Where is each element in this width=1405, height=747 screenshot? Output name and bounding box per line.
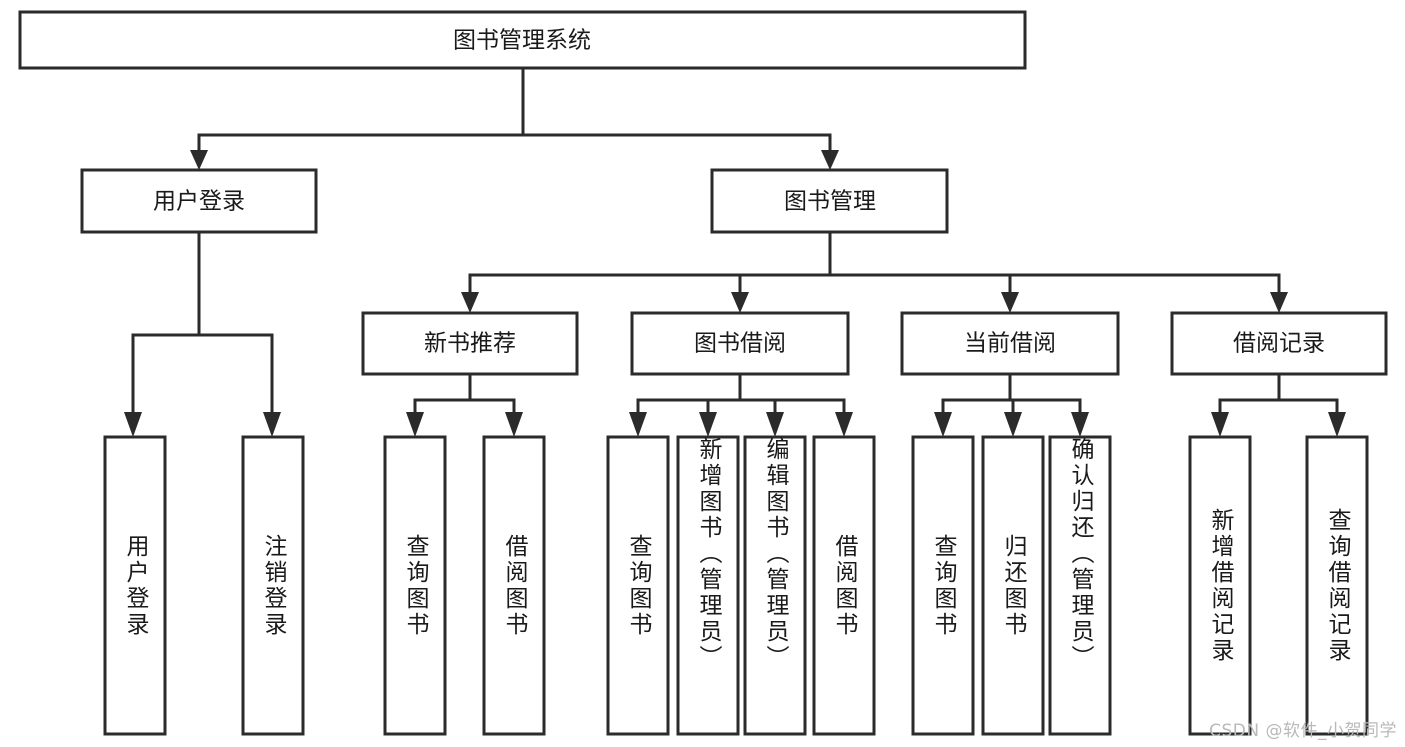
node-book-borrow-label: 图书借阅 — [694, 331, 786, 357]
node-leaf-query-record-box[interactable] — [1305, 435, 1369, 736]
node-book-management[interactable]: 图书管理 — [710, 168, 949, 234]
node-new-book-recommend[interactable]: 新书推荐 — [361, 311, 579, 376]
arrow-to-leaf-borrow-book-2 — [835, 412, 853, 437]
connector-group-user-login — [124, 230, 281, 437]
node-new-book-recommend-box[interactable] — [361, 311, 579, 376]
arrow-to-leaf-borrow-book-1 — [505, 412, 523, 437]
node-user-login-label: 用户登录 — [153, 189, 245, 215]
node-leaf-borrow-book-2-box[interactable] — [812, 435, 876, 736]
node-leaf-return-book-box[interactable] — [981, 435, 1045, 736]
arrow-to-leaf-add-book — [699, 412, 717, 437]
node-root-label: 图书管理系统 — [453, 28, 591, 54]
node-leaf-edit-book-box[interactable] — [743, 435, 807, 736]
arrow-to-leaf-query-book-3 — [934, 412, 952, 437]
node-root[interactable]: 图书管理系统 — [18, 10, 1027, 70]
node-user-login-box[interactable] — [80, 168, 318, 234]
node-current-borrow[interactable]: 当前借阅 — [900, 311, 1120, 376]
node-borrow-record-label: 借阅记录 — [1233, 331, 1325, 357]
node-book-management-box[interactable] — [710, 168, 949, 234]
arrow-to-leaf-query-book-1 — [406, 412, 424, 437]
connector-group-book-management — [461, 230, 1288, 313]
arrow-to-book-borrow — [731, 292, 749, 313]
arrow-to-leaf-edit-book — [766, 412, 784, 437]
arrow-to-leaf-return-book — [1004, 412, 1022, 437]
node-borrow-record-box[interactable] — [1170, 311, 1388, 376]
connector-group-current-borrow — [934, 372, 1089, 437]
node-new-book-recommend-label: 新书推荐 — [424, 331, 516, 357]
arrow-to-leaf-confirm-return — [1071, 412, 1089, 437]
arrow-to-leaf-query-book-2 — [629, 412, 647, 437]
node-current-borrow-label: 当前借阅 — [964, 331, 1056, 357]
watermark-text: CSDN @软件_小贺同学 — [1209, 721, 1397, 741]
node-leaf-query-book-2-box[interactable] — [606, 435, 670, 736]
node-current-borrow-box[interactable] — [900, 311, 1120, 376]
arrow-to-current-borrow — [1001, 292, 1019, 313]
node-book-borrow-box[interactable] — [630, 311, 850, 376]
arrow-to-borrow-record — [1270, 292, 1288, 313]
arrow-root-to-book-management — [821, 150, 839, 170]
connector-group-book-borrow — [629, 372, 853, 437]
node-user-login[interactable]: 用户登录 — [80, 168, 318, 234]
node-leaf-add-record-box[interactable] — [1188, 435, 1252, 736]
arrow-to-leaf-add-record — [1211, 412, 1229, 437]
arrow-to-new-book-recommend — [461, 292, 479, 313]
arrow-to-leaf-query-record — [1328, 412, 1346, 437]
node-leaf-user-login-box[interactable] — [103, 435, 167, 736]
node-book-management-label: 图书管理 — [784, 189, 876, 215]
connector-group-borrow-record — [1211, 372, 1346, 437]
arrow-root-to-user-login — [190, 150, 208, 170]
node-leaf-logout-box[interactable] — [241, 435, 305, 736]
node-leaf-confirm-return-box[interactable] — [1048, 435, 1112, 736]
node-leaf-add-book-box[interactable] — [676, 435, 740, 736]
node-book-borrow[interactable]: 图书借阅 — [630, 311, 850, 376]
arrow-to-leaf-logout — [263, 412, 281, 437]
node-root-box[interactable] — [18, 10, 1027, 70]
node-borrow-record[interactable]: 借阅记录 — [1170, 311, 1388, 376]
arrow-to-leaf-user-login — [124, 412, 142, 437]
connector-group-new-book-recommend — [406, 372, 523, 437]
node-leaf-query-book-3-box[interactable] — [911, 435, 975, 736]
node-leaf-borrow-book-1-box[interactable] — [482, 435, 546, 736]
connector-group-root — [190, 66, 839, 170]
node-leaf-query-book-1-box[interactable] — [383, 435, 447, 736]
